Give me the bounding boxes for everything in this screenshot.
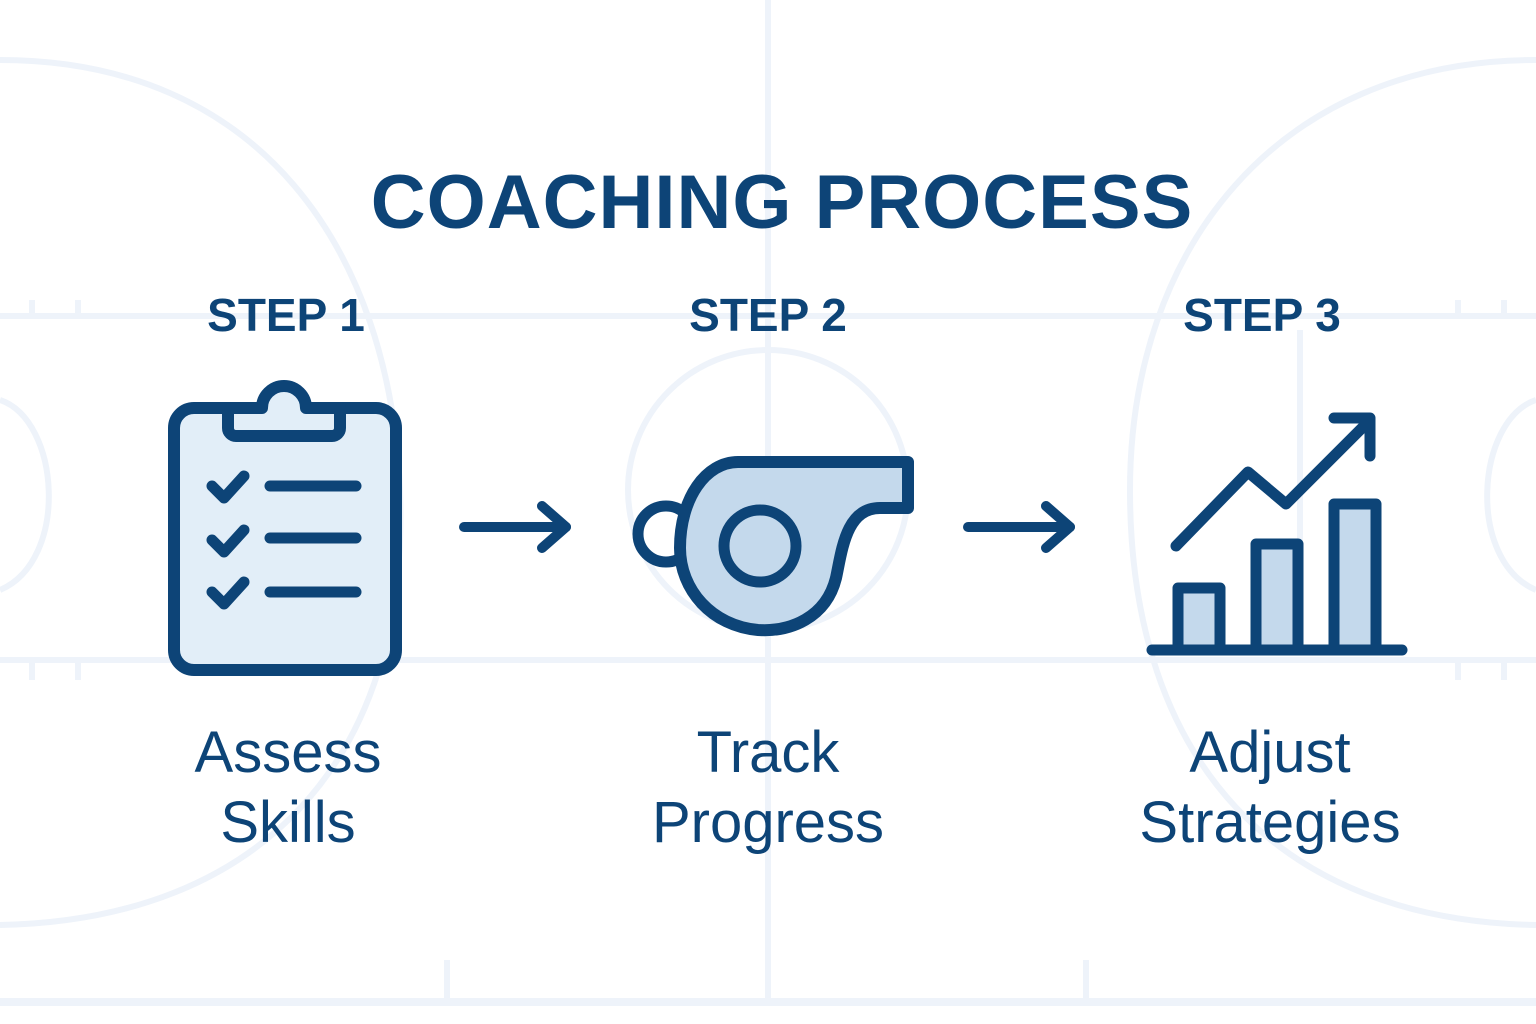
step-2-description-line1: Track <box>696 720 840 785</box>
step-3-description: Adjust Strategies <box>1070 718 1470 858</box>
step-1-description-line2: Skills <box>220 790 356 855</box>
step-3-description-line1: Adjust <box>1189 720 1351 785</box>
step-3-description-line2: Strategies <box>1139 790 1401 855</box>
growth-chart-icon <box>1146 412 1408 656</box>
whistle-icon <box>632 456 914 637</box>
step-1-description-line1: Assess <box>194 720 382 785</box>
step-2-description: Track Progress <box>568 718 968 858</box>
step-1-label: STEP 1 <box>207 289 365 341</box>
arrow-right-icon <box>963 501 1075 553</box>
step-2-label: STEP 2 <box>689 289 847 341</box>
step-3-label: STEP 3 <box>1183 289 1341 341</box>
arrow-right-icon <box>459 501 571 553</box>
step-2-description-line2: Progress <box>651 790 885 855</box>
page-title: COACHING PROCESS <box>370 159 1194 245</box>
step-1-description: Assess Skills <box>88 718 488 858</box>
clipboard-checklist-icon <box>168 380 402 676</box>
